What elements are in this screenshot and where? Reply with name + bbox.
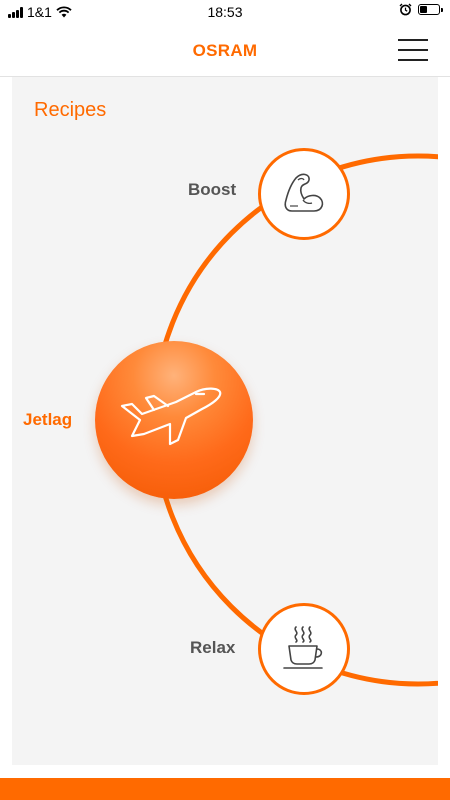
hamburger-menu-icon[interactable] (398, 39, 428, 61)
wifi-icon (56, 6, 72, 18)
status-right (399, 3, 443, 16)
status-left: 1&1 (8, 4, 72, 20)
flexed-arm-icon (284, 173, 324, 212)
status-bar: 1&1 18:53 (0, 0, 450, 24)
signal-strength-icon (8, 6, 23, 18)
recipe-label-relax[interactable]: Relax (190, 638, 236, 657)
recipe-label-jetlag[interactable]: Jetlag (23, 410, 73, 429)
brand-logo: OSRAM (192, 41, 258, 60)
recipe-node-jetlag[interactable] (95, 341, 253, 499)
bottom-accent-bar (0, 778, 450, 800)
recipe-label-boost[interactable]: Boost (188, 180, 237, 199)
status-time: 18:53 (207, 4, 243, 20)
recipe-node-boost[interactable] (258, 148, 350, 240)
coffee-cup-icon (283, 626, 323, 669)
alarm-clock-icon (399, 3, 412, 16)
airplane-icon (120, 387, 222, 446)
battery-icon (418, 4, 443, 15)
carrier-name: 1&1 (27, 4, 52, 20)
nav-bar: OSRAM (0, 24, 450, 77)
recipes-panel: Recipes Boost Jetlag Relax (12, 77, 438, 765)
recipe-node-relax[interactable] (258, 603, 350, 695)
section-title: Recipes (34, 99, 107, 121)
